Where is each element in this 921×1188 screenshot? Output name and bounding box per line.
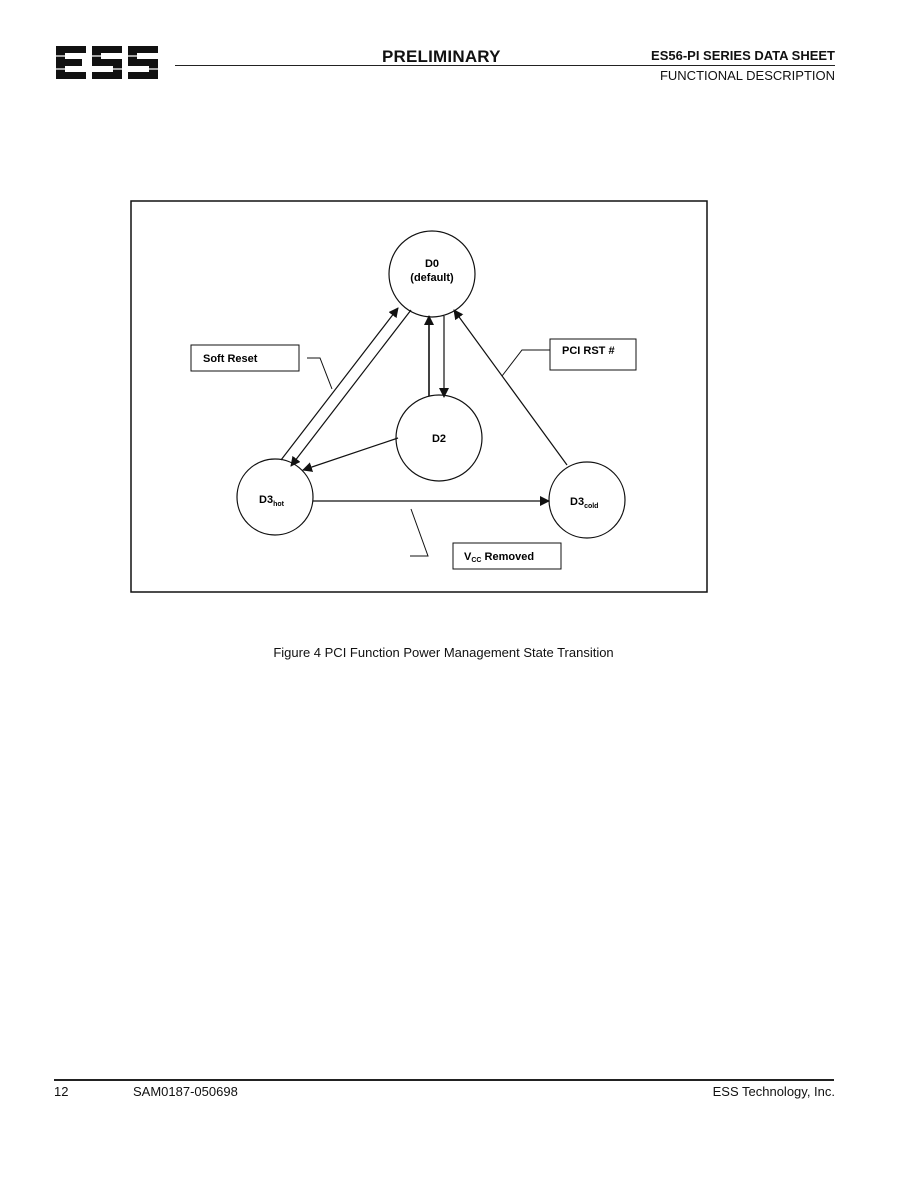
soft-reset-box — [190, 344, 300, 372]
vcc-removed-label: VCC Removed — [464, 551, 534, 564]
footer-rule — [54, 1079, 834, 1081]
figure-caption: Figure 4 PCI Function Power Management S… — [273, 645, 614, 660]
leader-vcc — [410, 508, 429, 557]
arrow-d3hot-to-d0 — [280, 307, 399, 461]
company-name: ESS Technology, Inc. — [712, 1084, 835, 1099]
state-d3cold — [548, 461, 626, 539]
state-d3hot — [236, 458, 314, 536]
state-d0-name: D0 — [425, 258, 439, 270]
section-title: FUNCTIONAL DESCRIPTION — [659, 68, 835, 83]
doc-title: ES56-PI SERIES DATA SHEET — [651, 48, 835, 63]
arrow-d3cold-to-d0 — [453, 309, 568, 466]
soft-reset-label: Soft Reset — [203, 353, 258, 365]
document-number: SAM0187-050698 — [133, 1084, 238, 1099]
pci-rst-box — [549, 338, 637, 371]
arrow-d0-to-d3hot — [290, 309, 412, 467]
state-d3hot-label: D3hot — [259, 494, 285, 508]
leader-pci-rst — [501, 349, 550, 377]
state-diagram: D0 (default) D2 D3hot D3cold Soft Reset … — [130, 200, 708, 593]
page-number: 12 — [54, 1084, 69, 1099]
state-d3cold-label: D3cold — [570, 496, 598, 510]
state-d0-sub: (default) — [410, 272, 454, 284]
leader-soft-reset — [307, 357, 333, 390]
state-d2-label: D2 — [432, 433, 446, 445]
pci-rst-label: PCI RST # — [562, 345, 615, 357]
arrow-d2-to-d3hot — [302, 437, 399, 472]
preliminary-label: PRELIMINARY — [382, 47, 501, 66]
ess-logo — [54, 46, 162, 79]
vcc-removed-box — [452, 542, 562, 570]
header-rule — [175, 65, 835, 66]
